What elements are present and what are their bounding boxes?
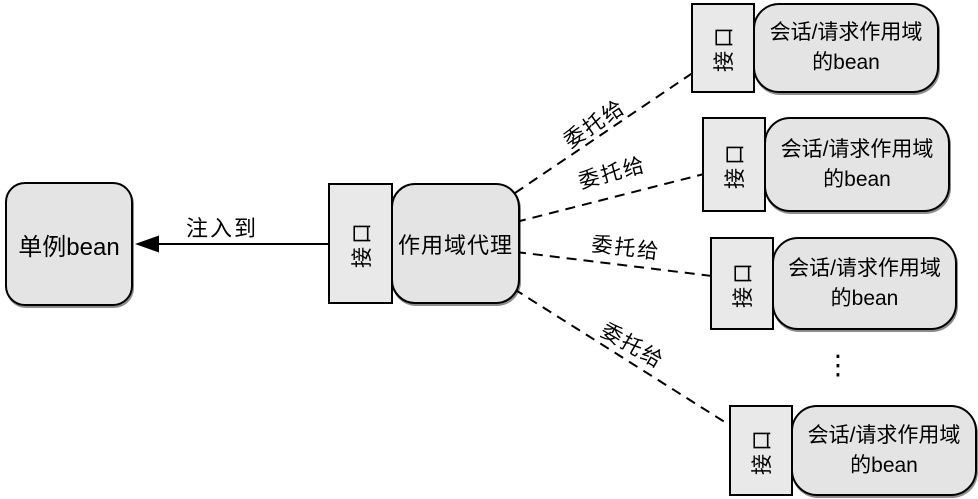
- scoped-proxy-box: 作用域代理: [391, 183, 520, 304]
- scoped-proxy-label: 作用域代理: [397, 232, 513, 258]
- scoped-bean-2-label: 会话/请求作用域的bean: [780, 137, 934, 191]
- scoped-bean-1-interface-box: 接口: [691, 3, 755, 93]
- scoped-bean-2-interface-box: 接口: [702, 117, 766, 212]
- scoped-bean-1-box: 会话/请求作用域的bean: [753, 3, 939, 93]
- scoped-bean-1-interface-label: 接口: [713, 24, 736, 72]
- scoped-bean-4-interface-box: 接口: [729, 405, 793, 496]
- scoped-bean-4-interface-label: 接口: [751, 426, 774, 475]
- delegate-line-1: [514, 71, 695, 194]
- inject-arrow-label: 注入到: [185, 216, 259, 241]
- scoped-bean-3-interface-box: 接口: [710, 237, 774, 330]
- more-beans-ellipsis: ⋮: [824, 350, 852, 380]
- delegate-line-4: [513, 288, 732, 427]
- proxy-interface-label: 接口: [350, 219, 374, 268]
- scoped-bean-1-label: 会话/请求作用域的bean: [769, 21, 923, 74]
- scoped-bean-3-box: 会话/请求作用域的bean: [772, 237, 957, 330]
- singleton-bean-label: 单例bean: [18, 233, 120, 261]
- scoped-bean-4-box: 会话/请求作用域的bean: [791, 405, 977, 496]
- scoped-bean-3-label: 会话/请求作用域的bean: [788, 256, 941, 310]
- scoped-bean-3-interface-label: 接口: [732, 259, 755, 308]
- scoped-bean-2-interface-label: 接口: [724, 140, 747, 189]
- inject-arrowhead-icon: [135, 235, 159, 253]
- scoped-bean-4-label: 会话/请求作用域的bean: [807, 423, 961, 477]
- delegate-line-2: [515, 173, 705, 223]
- singleton-bean-box: 单例bean: [5, 182, 133, 306]
- proxy-interface-box: 接口: [328, 183, 393, 304]
- scoped-bean-2-box: 会话/请求作用域的bean: [764, 117, 950, 212]
